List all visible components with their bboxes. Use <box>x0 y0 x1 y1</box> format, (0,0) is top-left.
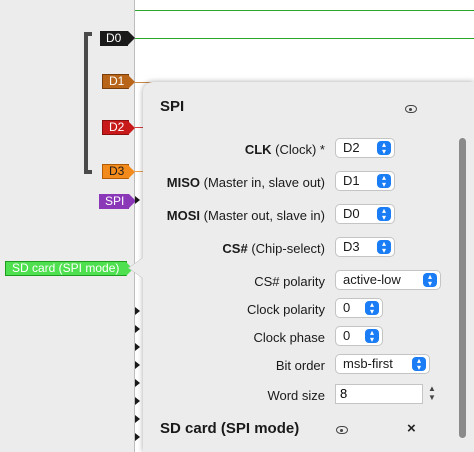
sd-card-visibility-eye-icon[interactable] <box>336 426 348 434</box>
channel-tag-d3[interactable]: D3 <box>102 164 135 179</box>
chevron-updown-icon: ▴▾ <box>377 174 391 189</box>
sd-card-close-icon[interactable]: × <box>407 420 416 437</box>
row-arrow-icon <box>135 307 140 315</box>
row-arrow-icon <box>135 397 140 405</box>
word-size-row: Word size 8 ▲▼ <box>143 384 443 408</box>
decoder-tag-spi[interactable]: SPI <box>99 194 136 209</box>
bit-order-label: Bit order <box>275 358 325 373</box>
miso-label: (Master in, slave out) <box>200 175 325 190</box>
cs-select[interactable]: D3▴▾ <box>335 237 395 257</box>
mosi-select[interactable]: D0▴▾ <box>335 204 395 224</box>
chevron-updown-icon: ▴▾ <box>377 240 391 255</box>
miso-row: MISO (Master in, slave out) D1▴▾ <box>143 171 443 195</box>
clock-phase-row: Clock phase 0▴▾ <box>143 326 443 350</box>
clock-polarity-select[interactable]: 0▴▾ <box>335 298 383 318</box>
cs-polarity-select[interactable]: active-low▴▾ <box>335 270 441 290</box>
row-arrow-icon <box>135 433 140 441</box>
channel-group-bracket <box>84 32 92 174</box>
word-size-stepper[interactable]: ▲▼ <box>428 384 436 402</box>
chevron-updown-icon: ▴▾ <box>365 329 379 344</box>
clock-phase-label: Clock phase <box>253 330 325 345</box>
clk-label-bold: CLK <box>244 142 272 157</box>
word-size-input[interactable]: 8 <box>335 384 423 404</box>
popup-pointer <box>129 258 143 278</box>
cs-polarity-label: CS# polarity <box>254 274 325 289</box>
chevron-updown-icon: ▴▾ <box>412 357 426 372</box>
row-arrow-icon <box>135 361 140 369</box>
channel-tag-d0[interactable]: D0 <box>100 31 135 46</box>
cs-label: (Chip-select) <box>247 241 325 256</box>
trace-d0 <box>135 10 474 11</box>
popup-scrollbar[interactable] <box>459 138 466 438</box>
decoder-settings-popup: SPI CLK (Clock) * D2▴▾ MISO (Master in, … <box>143 82 474 452</box>
cs-row: CS# (Chip-select) D3▴▾ <box>143 237 443 261</box>
miso-label-bold: MISO <box>166 175 200 190</box>
channel-gutter <box>0 0 135 452</box>
clock-polarity-label: Clock polarity <box>246 302 325 317</box>
clk-row: CLK (Clock) * D2▴▾ <box>143 138 443 162</box>
chevron-updown-icon: ▴▾ <box>365 301 379 316</box>
mosi-label-bold: MOSI <box>166 208 200 223</box>
bit-order-select[interactable]: msb-first▴▾ <box>335 354 430 374</box>
channel-tag-d1[interactable]: D1 <box>102 74 135 89</box>
row-arrow-icon <box>135 325 140 333</box>
spi-visibility-eye-icon[interactable] <box>405 105 417 113</box>
clk-select[interactable]: D2▴▾ <box>335 138 395 158</box>
clock-phase-select[interactable]: 0▴▾ <box>335 326 383 346</box>
word-size-label: Word size <box>267 388 325 403</box>
channel-tag-d2[interactable]: D2 <box>102 120 135 135</box>
spi-section-title: SPI <box>160 98 185 115</box>
trace-d0-low <box>135 38 474 39</box>
row-arrow-icon <box>135 415 140 423</box>
decoder-tag-sd-card[interactable]: SD card (SPI mode) <box>5 261 133 276</box>
sd-card-section-title: SD card (SPI mode) <box>160 420 300 437</box>
cs-polarity-row: CS# polarity active-low▴▾ <box>143 270 443 294</box>
clk-label: (Clock) * <box>271 142 325 157</box>
mosi-label: (Master out, slave in) <box>200 208 325 223</box>
chevron-updown-icon: ▴▾ <box>377 207 391 222</box>
miso-select[interactable]: D1▴▾ <box>335 171 395 191</box>
chevron-updown-icon: ▴▾ <box>377 141 391 156</box>
clock-polarity-row: Clock polarity 0▴▾ <box>143 298 443 322</box>
row-arrow-icon <box>135 343 140 351</box>
row-arrow-icon <box>135 196 140 204</box>
gutter-divider <box>134 0 135 452</box>
mosi-row: MOSI (Master out, slave in) D0▴▾ <box>143 204 443 228</box>
row-arrow-icon <box>135 379 140 387</box>
chevron-updown-icon: ▴▾ <box>423 273 437 288</box>
cs-label-bold: CS# <box>222 241 248 256</box>
bit-order-row: Bit order msb-first▴▾ <box>143 354 443 378</box>
